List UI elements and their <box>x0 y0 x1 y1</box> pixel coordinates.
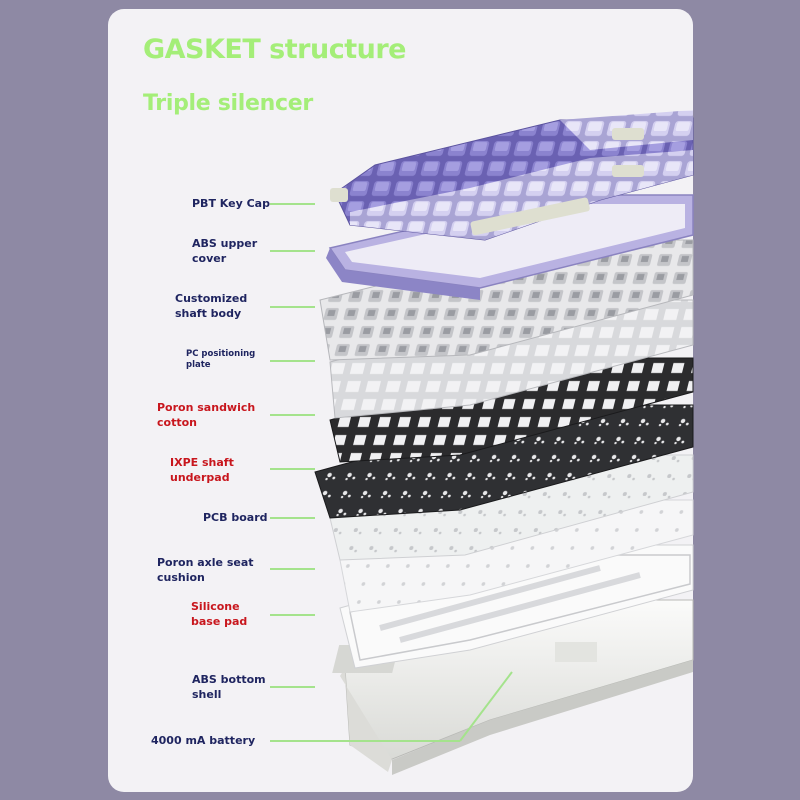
layer-label-poron-sandwich: Poron sandwich cotton <box>157 401 256 429</box>
leader-line <box>270 686 315 688</box>
leader-line <box>270 568 315 570</box>
layer-label-pbt-key-cap: PBT Key Cap <box>192 197 270 210</box>
leader-line <box>270 306 315 308</box>
layer-label-ixpe-underpad: IXPE shaft underpad <box>170 456 234 484</box>
leader-line <box>270 517 315 519</box>
headline-title: GASKET structure <box>143 34 406 65</box>
bottom-shell-layer <box>332 599 694 775</box>
leader-line <box>270 614 315 616</box>
leader-line <box>270 468 315 470</box>
layer-label-battery: 4000 mA battery <box>151 734 256 747</box>
keycap-layer <box>330 110 694 241</box>
layer-label-pcb-board: PCB board <box>203 511 268 524</box>
layer-label-shaft-body: Customized shaft body <box>175 292 248 320</box>
headline-subtitle: Triple silencer <box>143 91 313 116</box>
layer-label-abs-upper-cover: ABS upper cover <box>192 237 258 265</box>
layer-label-silicone-pad: Silicone base pad <box>191 600 248 628</box>
layer-label-bottom-shell: ABS bottom shell <box>192 673 266 701</box>
layer-label-pc-plate: PC positioning plate <box>186 349 256 370</box>
leader-line <box>270 203 315 205</box>
layer-label-axle-seat-cushion: Poron axle seat cushion <box>157 556 254 584</box>
silicone-pad-layer <box>339 544 694 669</box>
leader-line <box>270 360 315 362</box>
leader-line <box>270 414 315 416</box>
leader-line <box>270 740 460 742</box>
leader-line <box>270 250 315 252</box>
